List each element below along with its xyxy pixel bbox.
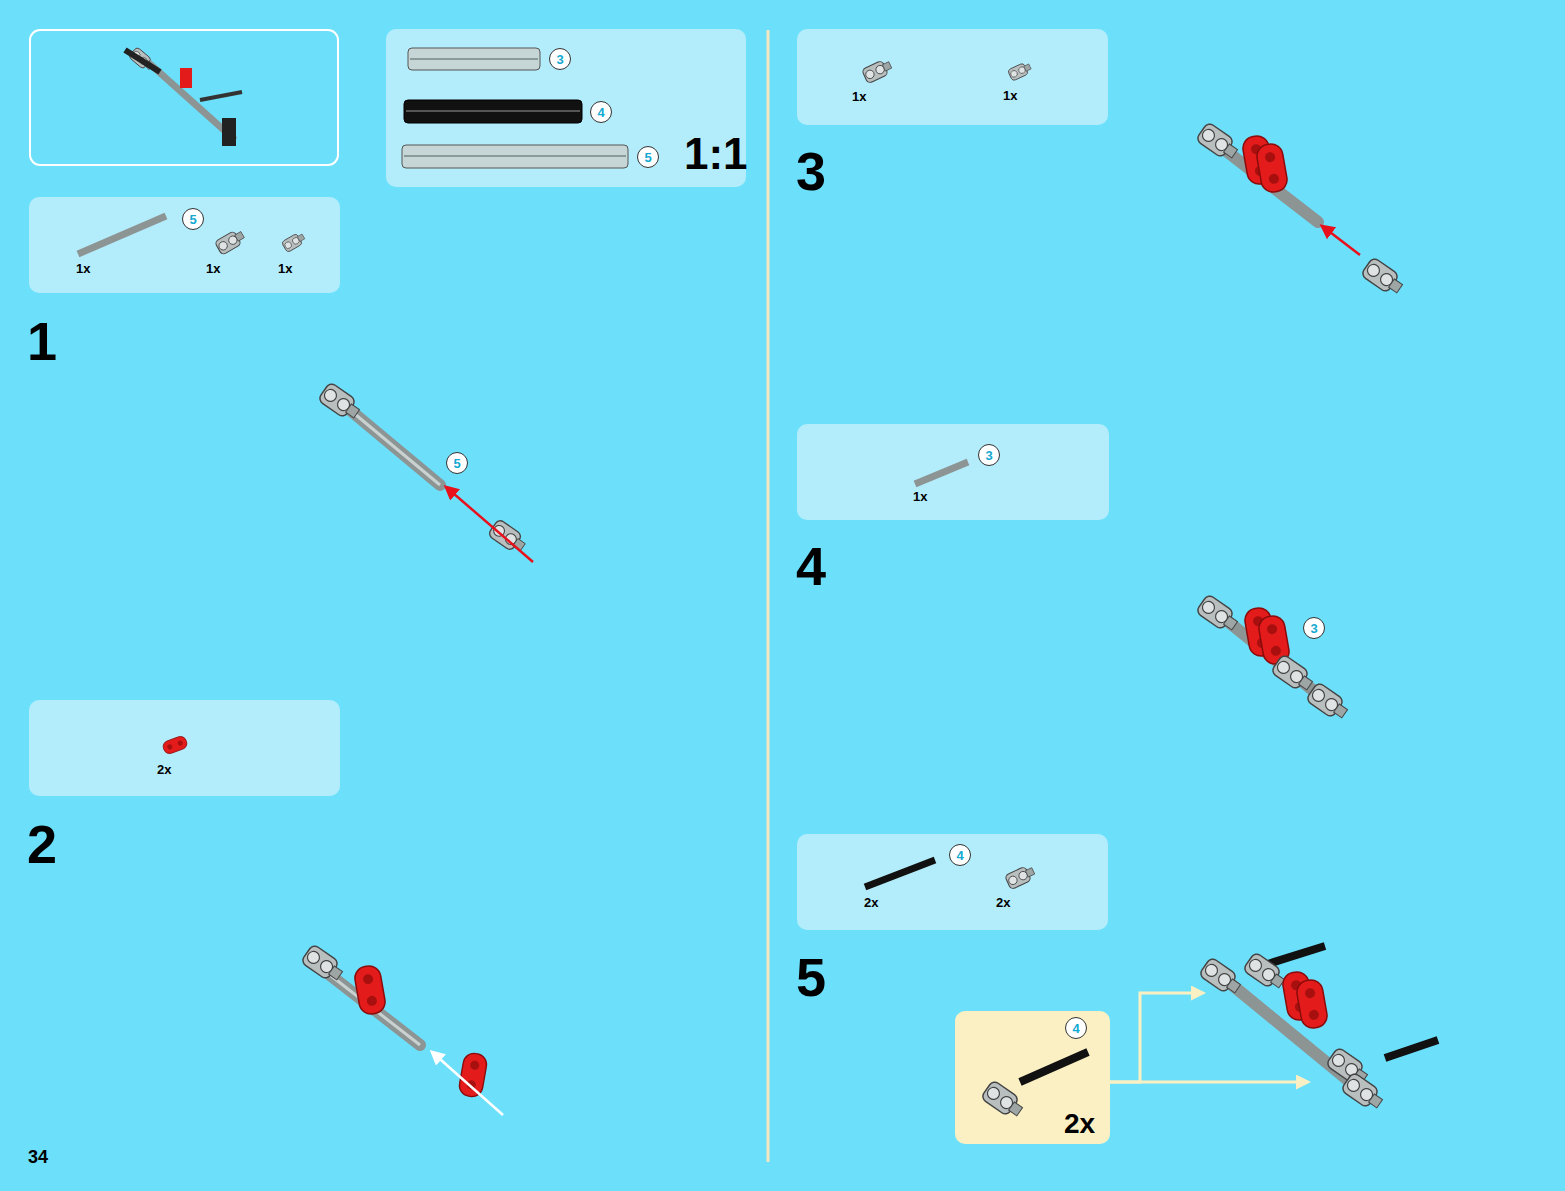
step2-parts [162,735,189,755]
callout-number: 4 [1065,1017,1087,1039]
step3-model [1196,122,1406,298]
subassembly-box: 4 2x [955,1011,1110,1144]
callout-number: 3 [549,48,571,70]
step-number: 5 [796,950,826,1004]
quantity-label: 1x [852,90,866,103]
parts-panel: 2x [29,700,340,796]
quantity-label: 2x [1064,1110,1095,1138]
callout-number: 4 [949,844,971,866]
subassembly-arrows [1110,993,1308,1082]
step3-parts [862,58,1033,84]
preview-box [30,30,338,165]
step-number: 4 [796,539,826,593]
page-number: 34 [28,1148,48,1166]
callout-number: 3 [1303,617,1325,639]
quantity-label: 1x [1003,89,1017,102]
step-number: 3 [796,144,826,198]
step4-parts [915,462,968,484]
callout-number: 4 [590,101,612,123]
step2-model [301,944,503,1115]
parts-panel: 1x 1x [797,29,1108,125]
step5-parts [865,860,1036,890]
quantity-label: 1x [206,262,220,275]
callout-number: 3 [978,444,1000,466]
step5-model [1199,946,1438,1113]
callout-number: 5 [182,208,204,230]
quantity-label: 2x [996,896,1010,909]
step-number: 1 [27,314,57,368]
quantity-label: 2x [157,763,171,776]
page-divider [767,30,770,1162]
preview-model [125,47,242,146]
scale-label: 1:1 [684,132,748,176]
step1-model [318,382,533,562]
parts-panel: 3 1x [797,424,1109,520]
quantity-label: 2x [864,896,878,909]
axle-ruler [402,48,628,168]
step-number: 2 [27,817,57,871]
callout-number: 5 [446,452,468,474]
quantity-label: 1x [76,262,90,275]
parts-panel: 3 4 5 1:1 [386,29,752,187]
step4-model [1196,594,1351,723]
quantity-label: 1x [278,262,292,275]
parts-panel: 5 1x 1x 1x [29,197,340,293]
callout-number: 5 [637,146,659,168]
parts-panel: 4 2x 2x [797,834,1108,930]
quantity-label: 1x [913,490,927,503]
